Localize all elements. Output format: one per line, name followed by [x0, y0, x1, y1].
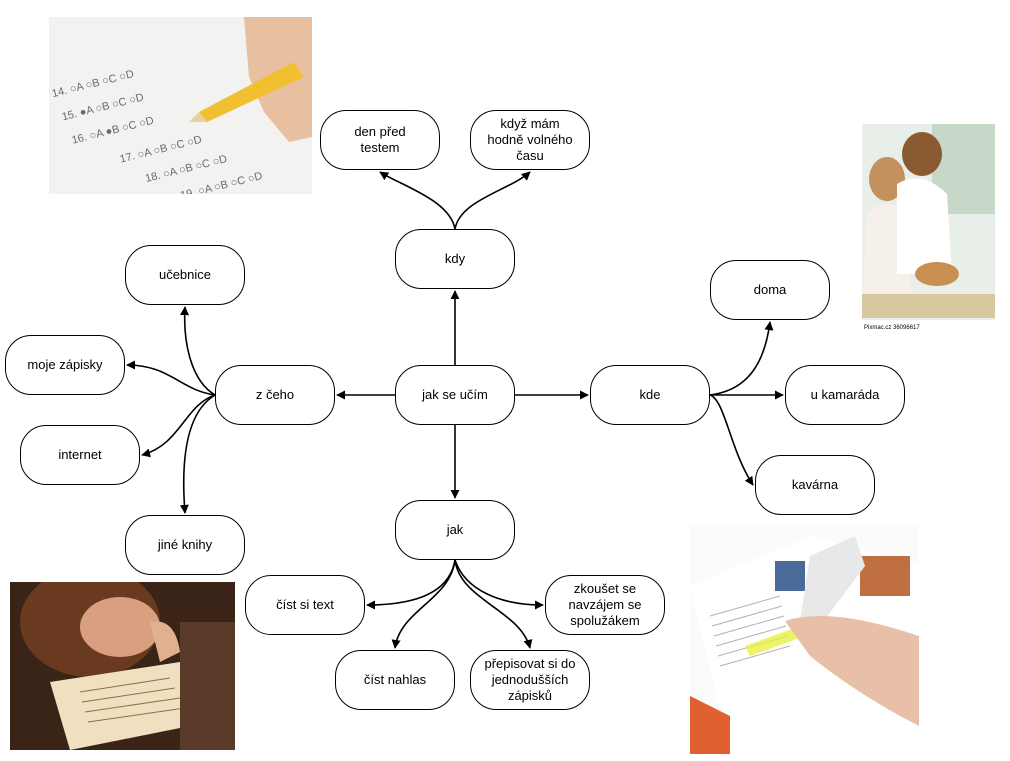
node-z-ceho: z čeho	[215, 365, 335, 425]
node-zkouset-se: zkoušet se navzájem se spolužákem	[545, 575, 665, 635]
node-jine-knihy: jiné knihy	[125, 515, 245, 575]
photo-highlighter-book	[690, 526, 919, 754]
edge-zceho-internet	[141, 394, 216, 458]
photo-stressed-student	[10, 582, 235, 750]
edge-kdy-den	[379, 171, 456, 230]
edge-jak-prepisovat	[454, 559, 533, 649]
node-prepisovat: přepisovat si do jednodušších zápisků	[470, 650, 590, 710]
edge-kde-kavarna	[709, 394, 754, 486]
node-jak: jak	[395, 500, 515, 560]
edge-jak-cistsitext	[366, 559, 456, 610]
node-kdyz-mam-hodne-casu: když mám hodně volného času	[470, 110, 590, 170]
edge-zceho-zapisky	[126, 360, 216, 396]
node-internet: internet	[20, 425, 140, 485]
node-cist-nahlas: číst nahlas	[335, 650, 455, 710]
node-center: jak se učím	[395, 365, 515, 425]
node-ucebnice: učebnice	[125, 245, 245, 305]
node-doma: doma	[710, 260, 830, 320]
photo-watermark: Pixmac.cz 36096617	[864, 325, 920, 331]
edge-zceho-ucebnice	[180, 306, 216, 396]
node-kavarna: kavárna	[755, 455, 875, 515]
edge-jak-cistnahlas	[391, 559, 456, 649]
edge-kde-doma	[709, 321, 774, 396]
photo-students: Pixmac.cz 36096617	[862, 124, 995, 332]
node-den-pred-testem: den před testem	[320, 110, 440, 170]
node-cist-si-text: číst si text	[245, 575, 365, 635]
edge-kdy-kdyzmam	[454, 171, 531, 230]
node-kdy: kdy	[395, 229, 515, 289]
node-moje-zapisky: moje zápisky	[5, 335, 125, 395]
photo-answer-sheet: 14. ○A ○B ○C ○D 15. ●A ○B ○C ○D 16. ○A ●…	[49, 17, 312, 194]
node-u-kamarada: u kamaráda	[785, 365, 905, 425]
edge-jak-zkouset	[454, 559, 544, 610]
edge-zceho-jineknihy	[179, 394, 216, 514]
node-kde: kde	[590, 365, 710, 425]
